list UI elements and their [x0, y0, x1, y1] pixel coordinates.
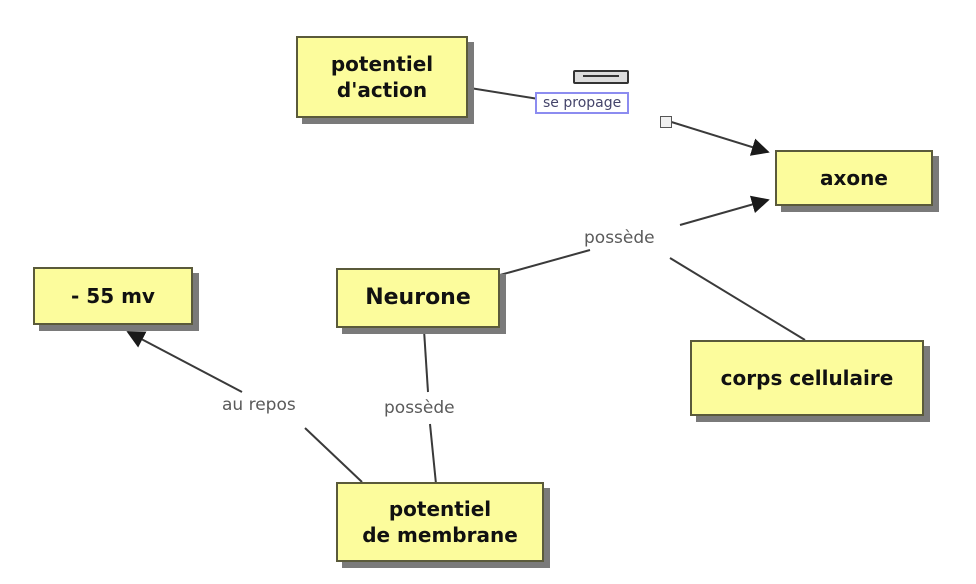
- link-line-membrane-au-repos: [304, 427, 363, 483]
- concept-corps-cellulaire-label: corps cellulaire: [720, 366, 894, 390]
- link-label-possede-membrane[interactable]: possède: [380, 398, 459, 418]
- concept-neurone[interactable]: Neurone: [336, 268, 500, 328]
- resize-handle[interactable]: [660, 116, 672, 128]
- concept-axone[interactable]: axone: [775, 150, 933, 206]
- concept-potentiel-action-label: potentiel d'action: [330, 52, 434, 102]
- link-label-se-propage[interactable]: se propage: [535, 92, 630, 114]
- concept-neurone-label: Neurone: [365, 285, 471, 310]
- concept-minus-55-mv-label: - 55 mv: [71, 284, 155, 308]
- link-line-potentiel-action-se-propage: [469, 87, 546, 101]
- concept-potentiel-action[interactable]: potentiel d'action: [296, 36, 468, 118]
- concept-axone-label: axone: [820, 166, 888, 190]
- link-label-possede-axone[interactable]: possède: [580, 228, 659, 248]
- link-line-possede-corps-cellulaire: [669, 257, 806, 341]
- arrow-se-propage-axone: [664, 119, 770, 156]
- concept-minus-55-mv[interactable]: - 55 mv: [33, 267, 193, 325]
- concept-potentiel-membrane-label: potentiel de membrane: [362, 497, 518, 547]
- concept-potentiel-membrane[interactable]: potentiel de membrane: [336, 482, 544, 562]
- drag-handle[interactable]: [573, 70, 629, 84]
- arrow-au-repos-55mv: [126, 331, 243, 393]
- link-line-possede-membrane: [429, 423, 437, 485]
- link-label-au-repos[interactable]: au repos: [218, 395, 300, 415]
- arrow-possede-axone: [679, 195, 770, 226]
- link-line-neurone-possede: [499, 249, 591, 276]
- link-line-neurone-possede-membrane: [423, 329, 429, 393]
- concept-corps-cellulaire[interactable]: corps cellulaire: [690, 340, 924, 416]
